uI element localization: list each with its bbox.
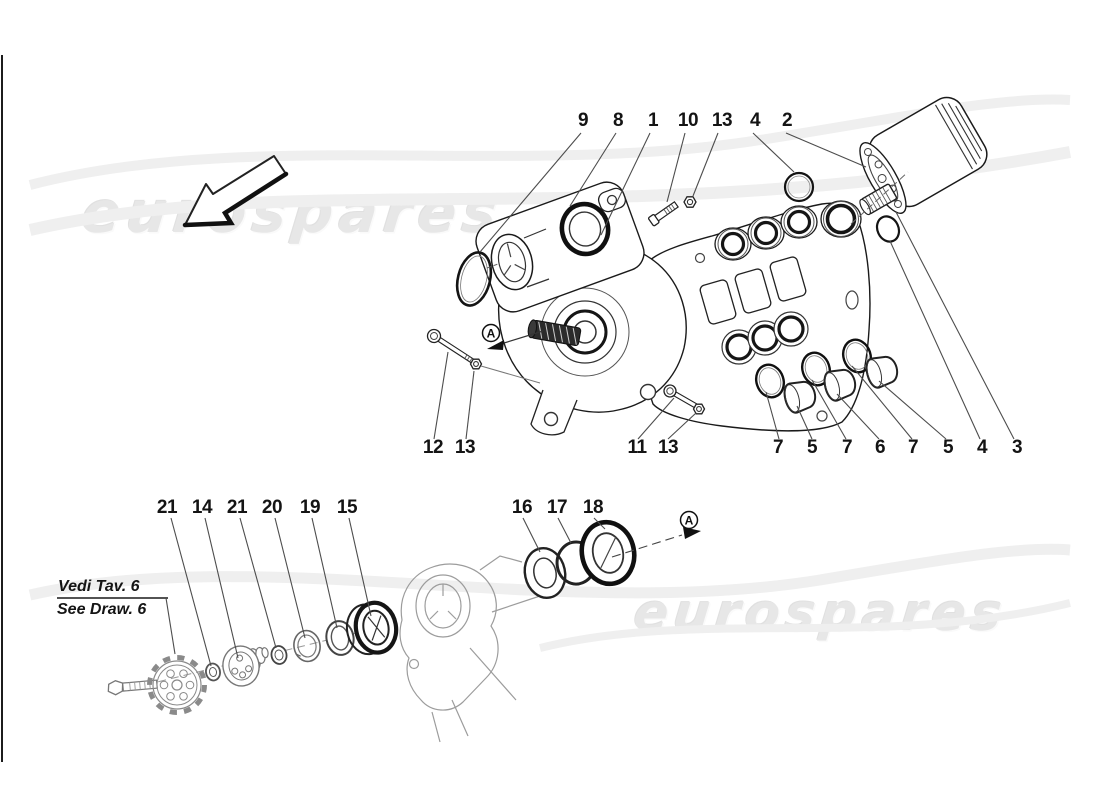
callout-4-top: 4 (749, 110, 761, 131)
nut-13-top (683, 196, 697, 208)
callout-5-a: 5 (806, 437, 818, 458)
callout-9: 9 (577, 110, 589, 131)
callout-12: 12 (422, 437, 444, 458)
callout-18: 18 (582, 497, 604, 518)
washer-21-right (270, 645, 288, 665)
callout-16: 16 (511, 497, 533, 518)
bolt-10 (647, 200, 679, 227)
view-arrow-label: A (487, 327, 496, 341)
inlet-port-tube (490, 233, 534, 291)
callout-19: 19 (299, 497, 321, 518)
seal-ring-18 (579, 519, 637, 587)
nut-13-bottom (692, 403, 706, 415)
note-vedi-tav: Vedi Tav. 6 (58, 578, 140, 595)
view-arrow-main: A (481, 323, 544, 350)
note-see-draw: See Draw. 6 (57, 601, 147, 618)
callout-7-c: 7 (907, 437, 919, 458)
cup-plugs-5-6 (783, 355, 899, 414)
ring-19 (325, 620, 355, 656)
pump-right-block (643, 200, 871, 432)
callout-13-left: 13 (454, 437, 476, 458)
seal-ring-8 (559, 201, 611, 257)
washer-21-left (205, 662, 221, 682)
top-lug-bores (714, 200, 862, 261)
view-arrow-lower: A (611, 510, 701, 558)
callout-10: 10 (677, 110, 699, 131)
callout-1: 1 (647, 110, 659, 131)
block-windows (699, 256, 807, 325)
o-ring-4-left (783, 171, 815, 203)
callout-13-bottom: 13 (657, 437, 679, 458)
timing-cover-outline (399, 555, 541, 743)
bolt-12 (426, 328, 476, 365)
callout-7-a: 7 (772, 437, 784, 458)
callout-3: 3 (1011, 437, 1023, 458)
sprocket-gear (147, 655, 207, 715)
oil-filter-canister (859, 96, 988, 214)
callout-5-b: 5 (942, 437, 954, 458)
callout-6: 6 (874, 437, 886, 458)
callout-2: 2 (781, 110, 793, 131)
callout-8: 8 (612, 110, 624, 131)
leader-lines (170, 132, 1015, 667)
callout-7-b: 7 (841, 437, 853, 458)
callout-14: 14 (191, 497, 213, 518)
bottom-port-bores (721, 311, 809, 365)
view-arrow-label: A (685, 514, 694, 528)
callout-21-b: 21 (226, 497, 248, 518)
o-rings-7 (754, 338, 873, 399)
callout-21-a: 21 (156, 497, 178, 518)
washer-16 (523, 546, 567, 600)
callout-13-top: 13 (711, 110, 733, 131)
rotor-14 (222, 645, 269, 687)
o-ring-9 (455, 251, 493, 307)
direction-arrow (182, 155, 289, 228)
ring-20 (293, 629, 321, 663)
nut-13-left (469, 358, 483, 370)
callout-11: 11 (627, 437, 647, 458)
callout-20: 20 (261, 497, 283, 518)
callout-4-bottom: 4 (976, 437, 988, 458)
bearing-15 (345, 600, 399, 656)
o-ring-4-right (875, 215, 901, 243)
callout-17: 17 (546, 497, 568, 518)
callout-15: 15 (336, 497, 358, 518)
